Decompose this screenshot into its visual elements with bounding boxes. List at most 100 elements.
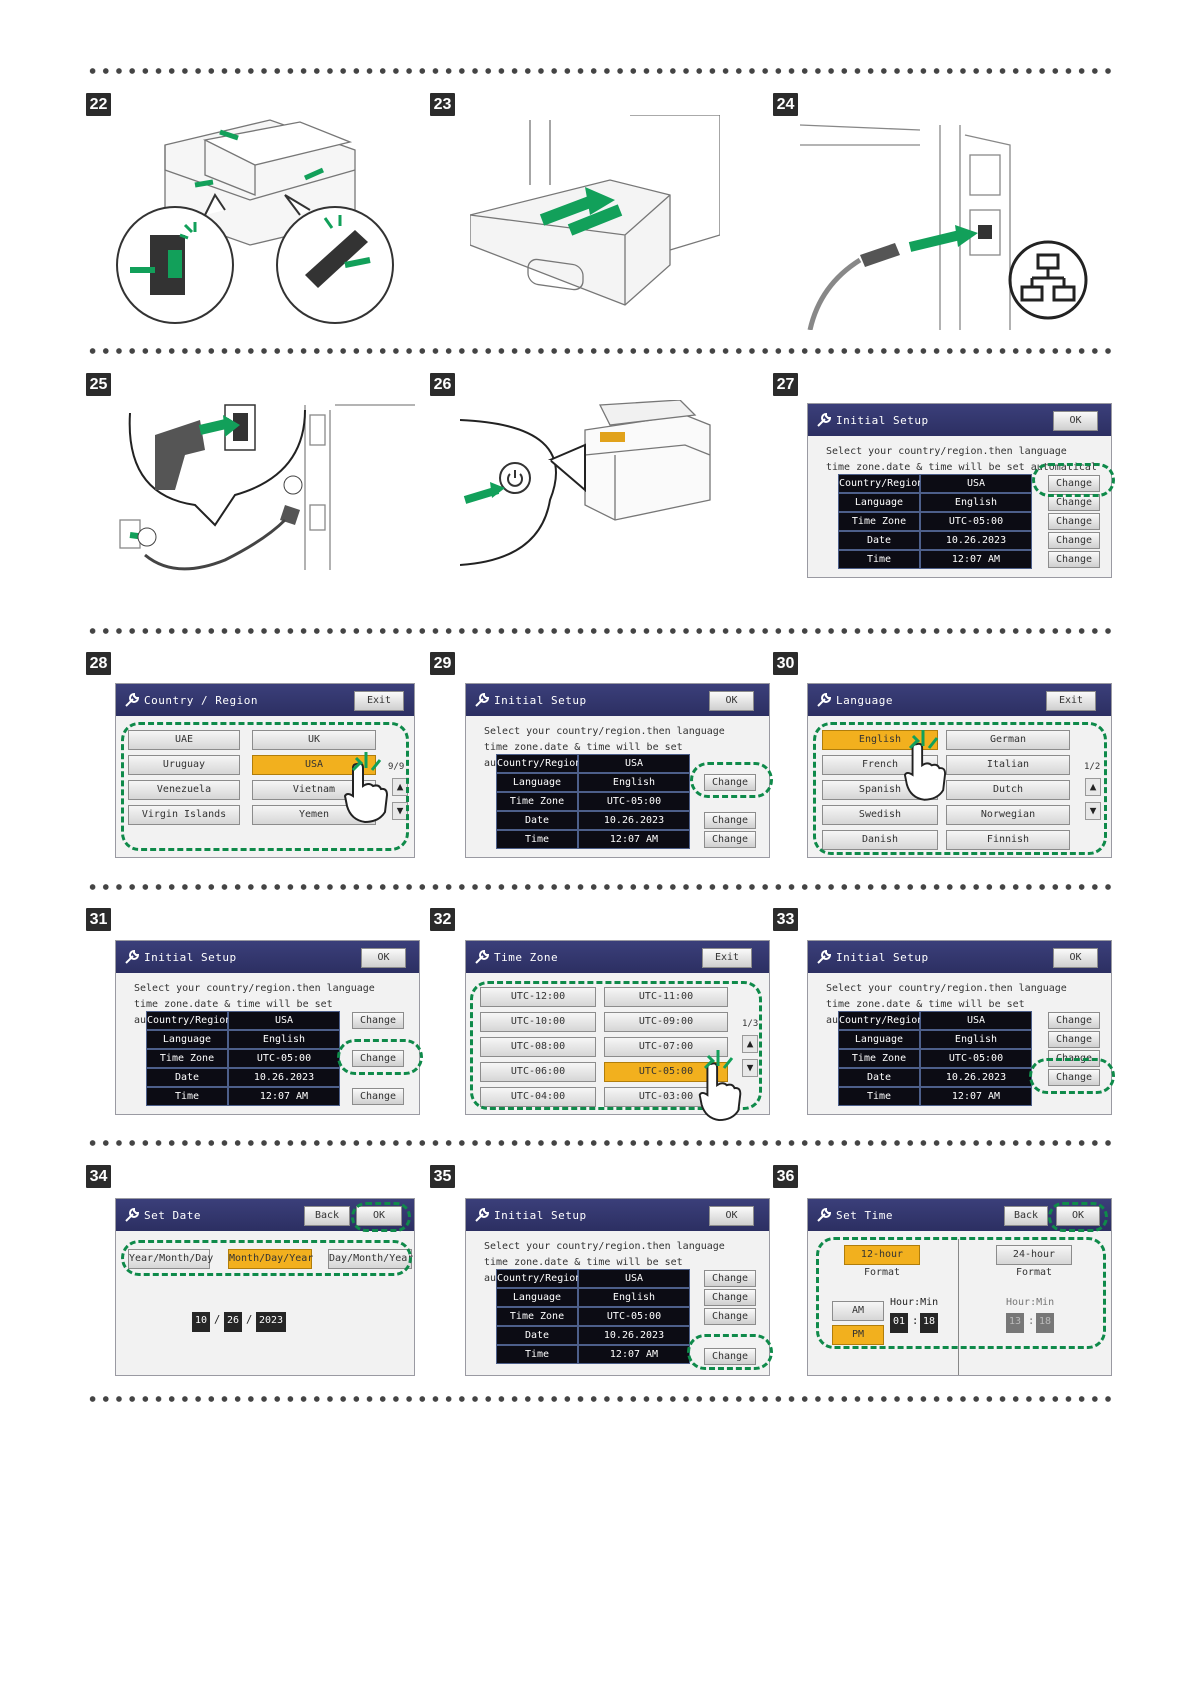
list-item[interactable]: Venezuela <box>128 780 240 800</box>
row-label: Date <box>838 1068 920 1087</box>
ok-button[interactable]: OK <box>361 948 406 968</box>
step-number: 26 <box>430 373 455 396</box>
set-date-screen: Set Date Back OK Year/Month/Day Month/Da… <box>115 1198 415 1376</box>
exit-button[interactable]: Exit <box>354 691 404 711</box>
scroll-up-button[interactable]: ▲ <box>742 1035 758 1053</box>
row-label: Time <box>496 1345 578 1364</box>
change-country-button[interactable]: Change <box>704 1270 756 1287</box>
tap-indicator <box>703 1050 734 1070</box>
row-label: Time Zone <box>496 1307 578 1326</box>
separator <box>86 627 1116 635</box>
change-timezone-button[interactable]: Change <box>1048 513 1100 530</box>
list-item[interactable]: Swedish <box>822 805 938 825</box>
change-date-button[interactable]: Change <box>1048 1069 1100 1086</box>
list-item[interactable]: Uruguay <box>128 755 240 775</box>
list-item[interactable]: UTC-06:00 <box>480 1062 596 1082</box>
list-item[interactable]: Finnish <box>946 830 1070 850</box>
back-button[interactable]: Back <box>1004 1206 1048 1226</box>
list-item[interactable]: UTC-09:00 <box>604 1012 728 1032</box>
change-time-button[interactable]: Change <box>704 831 756 848</box>
change-language-button[interactable]: Change <box>704 1289 756 1306</box>
change-timezone-button[interactable]: Change <box>704 1308 756 1325</box>
list-item[interactable]: German <box>946 730 1070 750</box>
row-label: Country/Region <box>496 1269 581 1288</box>
list-item[interactable]: Dutch <box>946 780 1070 800</box>
date-format-option[interactable]: Year/Month/Day <box>128 1249 213 1269</box>
pm-button[interactable]: PM <box>832 1325 884 1345</box>
month-field[interactable]: 10 <box>192 1312 210 1332</box>
list-item[interactable]: UTC-08:00 <box>480 1037 596 1057</box>
country-region-screen: Country / Region Exit UAE UK Uruguay USA… <box>115 683 415 858</box>
list-item-selected[interactable]: USA <box>252 755 376 775</box>
list-item[interactable]: UK <box>252 730 376 750</box>
change-country-button[interactable]: Change <box>1048 475 1100 492</box>
wrench-icon <box>817 692 832 707</box>
scroll-up-button[interactable]: ▲ <box>392 778 408 796</box>
power-icon <box>507 470 523 487</box>
change-country-button[interactable]: Change <box>1048 1012 1100 1029</box>
24-hour-format-button[interactable]: 24-hour Format <box>996 1245 1072 1278</box>
date-format-option-selected[interactable]: Month/Day/Year <box>228 1249 313 1269</box>
change-date-button[interactable]: Change <box>1048 532 1100 549</box>
hour-field[interactable]: 01 <box>890 1313 908 1333</box>
ok-button[interactable]: OK <box>1056 1206 1100 1226</box>
back-button[interactable]: Back <box>304 1206 350 1226</box>
list-item[interactable]: UTC-07:00 <box>604 1037 728 1057</box>
list-item[interactable]: Danish <box>822 830 938 850</box>
change-language-button[interactable]: Change <box>704 774 756 791</box>
screen-title: Time Zone <box>494 951 559 964</box>
instructions: Select your country/region.then language… <box>826 446 1097 473</box>
row-label: Time Zone <box>838 1049 920 1068</box>
scroll-down-button[interactable]: ▼ <box>1085 802 1101 820</box>
step-number: 22 <box>86 93 111 116</box>
year-field[interactable]: 2023 <box>256 1312 286 1332</box>
list-item[interactable]: Italian <box>946 755 1070 775</box>
title-bar: Time Zone Exit <box>466 941 769 973</box>
list-item[interactable]: UTC-10:00 <box>480 1012 596 1032</box>
day-field[interactable]: 26 <box>224 1312 242 1332</box>
change-date-button[interactable]: Change <box>704 812 756 829</box>
row-value: USA <box>578 1269 690 1288</box>
list-item[interactable]: Virgin Islands <box>128 805 240 825</box>
change-time-button[interactable]: Change <box>704 1348 756 1365</box>
list-item[interactable]: Norwegian <box>946 805 1070 825</box>
exit-button[interactable]: Exit <box>702 948 752 968</box>
change-language-button[interactable]: Change <box>1048 494 1100 511</box>
ok-button[interactable]: OK <box>356 1206 402 1226</box>
list-item[interactable]: UTC-12:00 <box>480 987 596 1007</box>
list-item-selected[interactable]: English <box>822 730 938 750</box>
am-button[interactable]: AM <box>832 1301 884 1321</box>
date-format-option[interactable]: Day/Month/Year <box>328 1249 413 1269</box>
change-language-button[interactable]: Change <box>1048 1031 1100 1048</box>
list-item-selected[interactable]: UTC-05:00 <box>604 1062 728 1082</box>
scroll-down-button[interactable]: ▼ <box>392 802 408 820</box>
ok-button[interactable]: OK <box>1053 948 1098 968</box>
list-item[interactable]: UTC-11:00 <box>604 987 728 1007</box>
change-time-button[interactable]: Change <box>1048 551 1100 568</box>
ok-button[interactable]: OK <box>709 1206 754 1226</box>
scroll-down-button[interactable]: ▼ <box>742 1059 758 1077</box>
minute-field[interactable]: 18 <box>920 1313 938 1333</box>
change-timezone-button[interactable]: Change <box>1048 1050 1100 1067</box>
change-country-button[interactable]: Change <box>352 1012 404 1029</box>
ok-button[interactable]: OK <box>709 691 754 711</box>
change-timezone-button[interactable]: Change <box>352 1050 404 1067</box>
change-time-button[interactable]: Change <box>352 1088 404 1105</box>
scroll-up-button[interactable]: ▲ <box>1085 778 1101 796</box>
row-label: Country/Region <box>146 1011 231 1030</box>
step-number: 23 <box>430 93 455 116</box>
list-item[interactable]: UAE <box>128 730 240 750</box>
separator <box>86 883 1116 891</box>
list-item[interactable]: UTC-04:00 <box>480 1087 596 1107</box>
ok-button[interactable]: OK <box>1053 411 1098 431</box>
12-hour-format-button[interactable]: 12-hour Format <box>844 1245 920 1278</box>
row-label: Language <box>146 1030 228 1049</box>
list-item[interactable]: UTC-03:00 <box>604 1087 728 1107</box>
exit-button[interactable]: Exit <box>1046 691 1096 711</box>
